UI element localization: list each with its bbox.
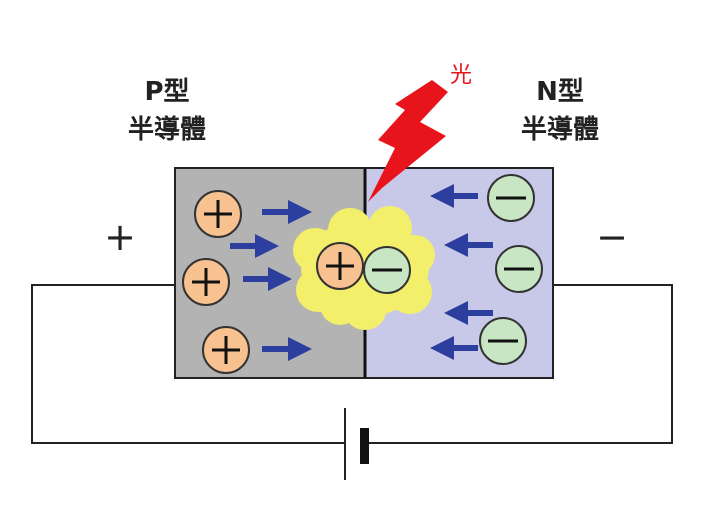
hole-plus-icon — [182, 258, 230, 306]
n-type-label: N型 — [536, 77, 584, 107]
hole-plus-icon — [316, 242, 364, 290]
p-semiconductor-label: 半導體 — [128, 114, 206, 145]
electron-minus-icon — [363, 246, 411, 294]
electron-minus-icon — [479, 317, 527, 365]
light-label: 光 — [450, 63, 472, 88]
negative-terminal-label: − — [596, 215, 628, 259]
p-type-label: P型 — [144, 77, 189, 107]
electron-minus-icon — [487, 174, 535, 222]
light-bolt-icon — [368, 80, 448, 202]
battery-icon — [344, 408, 369, 480]
electron-minus-icon — [495, 245, 543, 293]
positive-terminal-label: + — [104, 215, 136, 259]
circuit-wire — [31, 284, 673, 444]
hole-plus-icon — [194, 190, 242, 238]
electron-drift-arrows — [430, 184, 493, 360]
hole-plus-icon — [202, 326, 250, 374]
n-semiconductor-label: 半導體 — [521, 114, 599, 145]
hole-drift-arrows — [230, 200, 312, 361]
